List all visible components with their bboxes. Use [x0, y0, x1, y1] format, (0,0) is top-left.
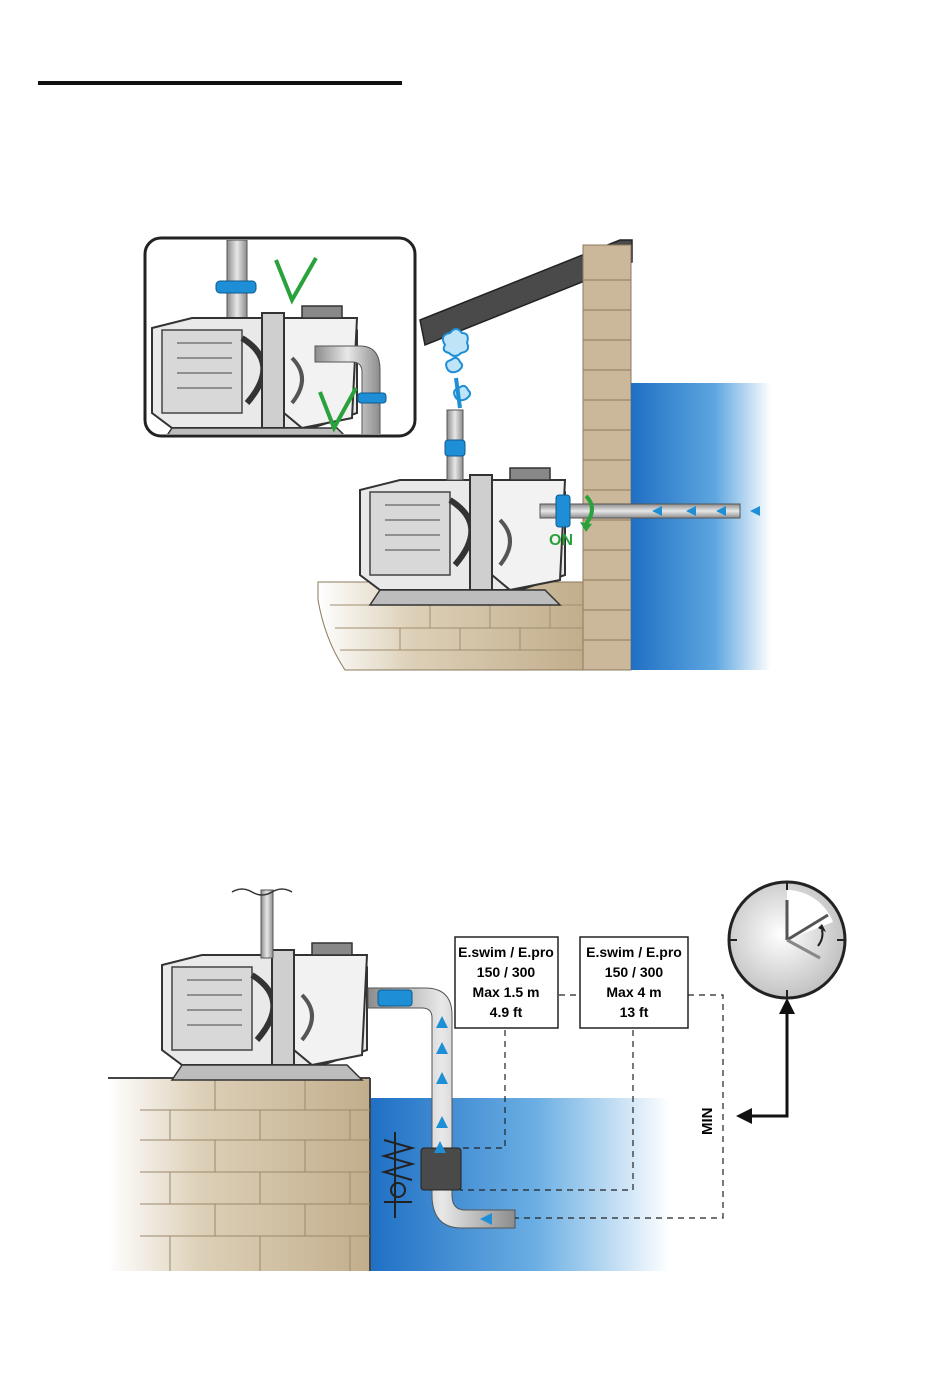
- discharge-pipe: [261, 890, 273, 958]
- clock-icon: [729, 882, 845, 998]
- suction-valve-icon: [378, 990, 412, 1006]
- valve-on-label: ON: [549, 532, 573, 549]
- box-short-suction-spec: E.swim / E.pro 150 / 300 Max 1.5 m 4.9 f…: [455, 937, 558, 1028]
- box-max-height-ft: 13 ft: [620, 1004, 649, 1020]
- box-model-label: E.swim / E.pro: [586, 944, 682, 960]
- min-arrow: [748, 1010, 787, 1116]
- pump-unit: [162, 943, 367, 1080]
- inset-top-valve-icon: [216, 281, 256, 293]
- box-max-height-m: Max 4 m: [606, 984, 661, 1000]
- inset-side-valve-icon: [358, 393, 386, 403]
- pool-water: [631, 383, 771, 670]
- box-capacity-label: 150 / 300: [605, 964, 664, 980]
- discharge-valve-icon: [445, 440, 465, 456]
- pump-unit: [360, 468, 565, 605]
- suction-valve-icon: [556, 495, 570, 527]
- pool-water: [370, 1098, 670, 1271]
- box-long-suction-spec: E.swim / E.pro 150 / 300 Max 4 m 13 ft: [580, 937, 688, 1028]
- min-label: MIN: [699, 1108, 716, 1136]
- brick-wall: [583, 245, 631, 670]
- brick-wall: [108, 1078, 370, 1271]
- figure-2-suction-height-diagram: E.swim / E.pro 150 / 300 Max 1.5 m 4.9 f…: [108, 882, 845, 1271]
- box-model-label: E.swim / E.pro: [458, 944, 554, 960]
- foot-valve-strainer: [421, 1148, 461, 1190]
- box-max-height-m: Max 1.5 m: [473, 984, 540, 1000]
- inset-correct-valve-positions: [145, 238, 415, 443]
- figure-1-pump-priming-diagram: ON: [145, 238, 771, 670]
- box-max-height-ft: 4.9 ft: [490, 1004, 523, 1020]
- box-capacity-label: 150 / 300: [477, 964, 536, 980]
- air-escape-icon: [443, 329, 468, 356]
